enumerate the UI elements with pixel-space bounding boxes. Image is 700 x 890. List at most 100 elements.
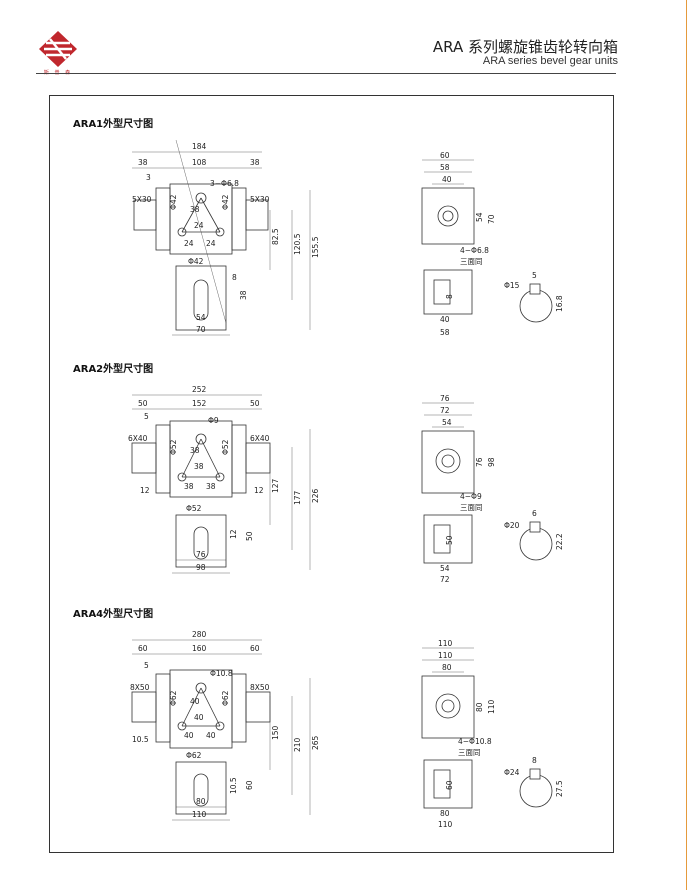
dim-offset: 5 — [144, 661, 149, 670]
dim-bore-low: Φ62 — [186, 751, 202, 760]
dim-base-offset: 8 — [232, 273, 237, 282]
dim-center: 160 — [192, 644, 207, 653]
shaft-detail-ara1: Φ15 5 16.8 — [504, 271, 564, 323]
side-w3: 54 — [442, 418, 452, 427]
side-w1: 76 — [440, 394, 450, 403]
front-view-ara1: 184 38 108 38 3 3−Φ6.8 5X30 5X30 Φ42 Φ42… — [132, 139, 320, 336]
dim-left-flange: 38 — [138, 158, 148, 167]
dim-h1: 127 — [271, 478, 280, 493]
side-key: 50 — [445, 535, 454, 545]
side-view-ara4: 110 110 80 80 110 4−Φ10.8 三面同 60 80 110 — [421, 639, 496, 829]
dim-half-left: 24 — [184, 239, 194, 248]
dim-center: 108 — [192, 158, 207, 167]
dim-bore-right: Φ42 — [221, 194, 230, 210]
side-holes-note: 三面同 — [460, 503, 483, 512]
side-w2: 72 — [440, 406, 450, 415]
side-h-out: 110 — [487, 699, 496, 714]
dim-offset: 5 — [144, 412, 149, 421]
section-title-ara1: ARA1外型尺寸图 — [73, 119, 154, 130]
dim-side-left: 10.5 — [132, 735, 149, 744]
side-w2: 110 — [438, 651, 453, 660]
dim-side-left: 12 — [140, 486, 150, 495]
side-w1: 110 — [438, 639, 453, 648]
dim-bore-low: Φ52 — [186, 504, 202, 513]
side-holes-note: 三面同 — [460, 257, 483, 266]
section-title-ara4: ARA4外型尺寸图 — [73, 609, 154, 620]
dim-left-key: 5X30 — [132, 195, 152, 204]
dim-h1: 82.5 — [271, 228, 280, 245]
dim-half-right: 40 — [206, 731, 216, 740]
dim-h3: 226 — [311, 488, 320, 503]
page-subtitle: ARA series bevel gear units — [482, 55, 618, 67]
shaft-key: 8 — [532, 756, 537, 765]
side-bottom-outer: 72 — [440, 575, 450, 584]
dim-right-key: 8X50 — [250, 683, 270, 692]
dim-base-w1: 54 — [196, 313, 206, 322]
dim-h2: 120.5 — [293, 233, 302, 255]
side-holes: 4−Φ9 — [460, 492, 482, 501]
dim-diag-2: 38 — [194, 462, 204, 471]
side-holes-note: 三面同 — [458, 748, 481, 757]
dim-offset: 3 — [146, 173, 151, 182]
side-key: 8 — [445, 294, 454, 299]
dim-diag-2: 24 — [194, 221, 204, 230]
side-w1: 60 — [440, 151, 450, 160]
dim-diag-2: 40 — [194, 713, 204, 722]
side-w2: 58 — [440, 163, 450, 172]
side-w3: 40 — [442, 175, 452, 184]
dim-base-height: 60 — [245, 780, 254, 790]
dim-left-flange: 60 — [138, 644, 148, 653]
dim-right-flange: 38 — [250, 158, 260, 167]
shaft-depth: 27.5 — [555, 780, 564, 797]
dim-top-total: 252 — [192, 385, 207, 394]
side-key: 60 — [445, 780, 454, 790]
dim-h1: 150 — [271, 725, 280, 740]
dim-holes: 3−Φ6.8 — [210, 179, 239, 188]
shaft-diameter: Φ24 — [504, 768, 520, 777]
side-h-in: 54 — [475, 212, 484, 222]
page-edge-rule — [686, 0, 687, 890]
side-h-out: 98 — [487, 457, 496, 467]
side-h-in: 76 — [475, 457, 484, 467]
shaft-diameter: Φ15 — [504, 281, 520, 290]
dim-half-right: 24 — [206, 239, 216, 248]
side-w3: 80 — [442, 663, 452, 672]
side-bottom-outer: 110 — [438, 820, 453, 829]
side-view-ara1: 60 58 40 54 70 4−Φ6.8 三面同 8 40 58 — [421, 151, 496, 337]
dim-base-w2: 98 — [196, 563, 206, 572]
dim-holes: Φ10.8 — [210, 669, 233, 678]
side-h-in: 80 — [475, 702, 484, 712]
dim-base-offset: 10.5 — [229, 777, 238, 794]
dim-left-key: 6X40 — [128, 434, 148, 443]
dim-bore-left: Φ62 — [169, 690, 178, 706]
dim-h2: 177 — [293, 490, 302, 505]
side-bottom-inner: 54 — [440, 564, 450, 573]
side-view-ara2: 76 72 54 76 98 4−Φ9 三面同 50 54 72 — [421, 394, 496, 584]
dim-right-flange: 60 — [250, 644, 260, 653]
dim-h3: 265 — [311, 735, 320, 750]
dim-top-total: 184 — [192, 142, 207, 151]
dim-h3: 155.5 — [311, 236, 320, 258]
side-bottom-inner: 40 — [440, 315, 450, 324]
dim-top-total: 280 — [192, 630, 207, 639]
shaft-key: 5 — [532, 271, 537, 280]
front-view-ara2: 252 50 152 50 5 Φ9 6X40 6X40 Φ52 Φ52 38 … — [128, 385, 320, 574]
shaft-key: 6 — [532, 509, 537, 518]
dim-base-w2: 70 — [196, 325, 206, 334]
side-holes: 4−Φ10.8 — [458, 737, 492, 746]
dim-h2: 210 — [293, 737, 302, 752]
section-title-ara2: ARA2外型尺寸图 — [73, 364, 154, 375]
dim-base-w1: 80 — [196, 797, 206, 806]
shaft-depth: 16.8 — [555, 295, 564, 312]
shaft-diameter: Φ20 — [504, 521, 520, 530]
dim-holes: Φ9 — [208, 416, 219, 425]
shaft-detail-ara2: Φ20 6 22.2 — [504, 509, 564, 561]
dim-base-w1: 76 — [196, 550, 206, 559]
dim-half-left: 38 — [184, 482, 194, 491]
side-holes: 4−Φ6.8 — [460, 246, 489, 255]
side-bottom-inner: 80 — [440, 809, 450, 818]
dim-half-right: 38 — [206, 482, 216, 491]
side-h-out: 70 — [487, 214, 496, 224]
dim-diag-1: 40 — [190, 697, 200, 706]
side-bottom-outer: 58 — [440, 328, 450, 337]
